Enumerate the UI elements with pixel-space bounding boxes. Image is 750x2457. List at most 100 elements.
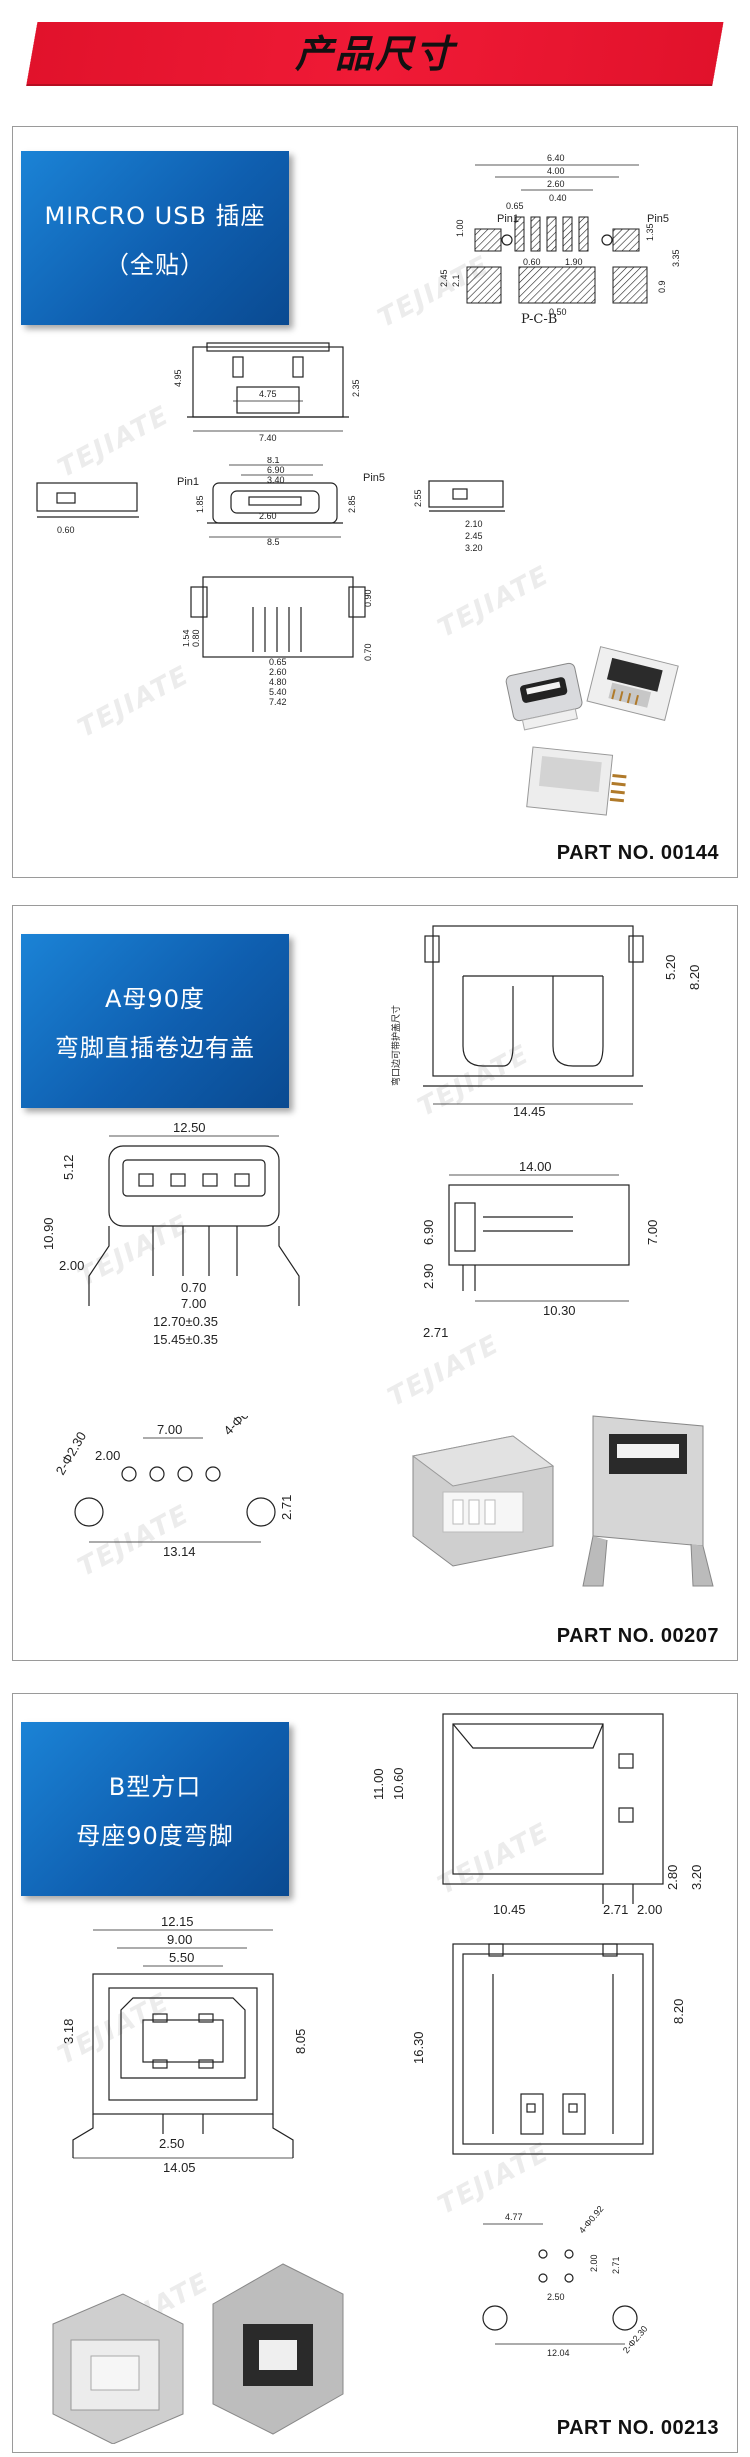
pcb-footprint-drawing: 6.40 4.00 2.60 0.40 0.65 Pin1 Pin5 1.00 …	[439, 153, 681, 327]
dim-label: 2.90	[421, 1264, 436, 1289]
dim-label: 6.40	[547, 153, 565, 163]
dim-label: 2.35	[351, 379, 361, 397]
dim-label: 8.20	[687, 965, 702, 990]
section-label-line1: A母90度	[105, 985, 205, 1013]
part-number: PART NO. 00144	[556, 842, 719, 864]
dim-label: 2.71	[279, 1495, 294, 1520]
pcb-label: P-C-B	[521, 312, 557, 327]
dim-label: 2.45	[439, 269, 449, 287]
dim-label: 10.30	[543, 1303, 576, 1318]
dim-label: 6.90	[267, 465, 285, 475]
dim-label: 4-Φ0.92	[221, 1416, 265, 1438]
dim-label: 4-Φ0.92	[577, 2204, 606, 2235]
front-view-drawing: 12.15 9.00 5.50 3.18 8.05 2.50 14.05	[61, 1914, 308, 2174]
dim-label: 13.14	[163, 1544, 196, 1559]
pin5-label: Pin5	[647, 213, 669, 225]
top-view-drawing: 4.75 7.40 4.95 2.35	[173, 342, 361, 443]
dim-label: 14.00	[519, 1161, 552, 1174]
dim-label: 15.45±0.35	[153, 1332, 218, 1347]
dim-label: 2.10	[465, 519, 483, 529]
front-view-drawing: 12.50 5.12 10.90 2.00 0.70 7.00 12.70±0.…	[41, 1120, 300, 1347]
dim-label: 6.90	[421, 1220, 436, 1245]
top-view-drawing: 16.30 8.20	[411, 1943, 686, 2155]
side-view-left: 0.60	[36, 482, 139, 535]
dim-label: 0.50	[549, 307, 567, 317]
section-label-line2: 母座90度弯脚	[76, 1822, 234, 1850]
dim-label: 2-Φ2.30	[621, 2324, 650, 2355]
section-a-female-90: TEJIATE TEJIATE TEJIATE TEJIATE A母90度 弯脚…	[12, 905, 738, 1661]
hole-pattern-drawing: 4.77 4-Φ0.92 2.00 2.71 2.50 12.04 2-Φ2.3…	[482, 2204, 650, 2358]
dim-label: 2.71	[611, 2256, 621, 2274]
dim-label: 4.80	[269, 677, 287, 687]
dim-label: 3.40	[267, 475, 285, 485]
dim-label: 14.05	[163, 2160, 196, 2174]
dim-label: 2.60	[269, 667, 287, 677]
dim-label: 0.65	[506, 201, 524, 211]
dim-label: 1.00	[455, 219, 465, 237]
dim-label: 0.60	[523, 257, 541, 267]
dim-label: 5.20	[663, 955, 678, 980]
dim-label: 0.80	[191, 629, 201, 647]
section-micro-usb: TEJIATE TEJIATE TEJIATE TEJIATE MIRCRO U…	[12, 126, 738, 878]
dim-label: 0.40	[549, 193, 567, 203]
dim-label: 1.35	[645, 223, 655, 241]
dim-label: 3.35	[671, 249, 681, 267]
page-title: 产品尺寸	[294, 32, 455, 76]
dim-label: 4.95	[173, 369, 183, 387]
dim-label: 3.20	[465, 543, 483, 553]
dim-label: 14.45	[513, 1104, 546, 1116]
dim-label: 0.9	[657, 280, 667, 293]
dim-label: 1.85	[195, 495, 205, 513]
dim-label: 7.42	[269, 697, 287, 707]
dim-label: 2.00	[589, 2254, 599, 2272]
dim-label: 12.04	[547, 2348, 570, 2358]
dim-label: 4.75	[259, 389, 277, 399]
dim-label: 12.70±0.35	[153, 1314, 218, 1329]
dim-label: 2.00	[59, 1258, 84, 1273]
dim-label: 2.50	[547, 2292, 565, 2302]
part-number: PART NO. 00213	[556, 2417, 719, 2439]
dim-label: 5.12	[61, 1155, 76, 1180]
side-view-drawing: 14.45 5.20 8.20 弯口边可带护盖尺寸	[390, 925, 702, 1116]
dim-label: 2.1	[451, 274, 461, 287]
dim-label: 10.45	[493, 1902, 526, 1914]
section-label-line2: 弯脚直插卷边有盖	[55, 1034, 255, 1062]
part-number: PART NO. 00207	[556, 1625, 719, 1647]
dim-label: 2.00	[637, 1902, 662, 1914]
dim-label: 0.60	[57, 525, 75, 535]
dim-label: 0.90	[363, 589, 373, 607]
watermark: TEJIATE	[73, 660, 195, 744]
section-label-line1: B型方口	[108, 1773, 202, 1801]
dim-label: 10.60	[391, 1767, 406, 1800]
side-view-drawing: 11.00 10.60 10.45 2.71 2.00 2.80 3.20	[371, 1713, 704, 1914]
dim-label: 4.77	[505, 2212, 523, 2222]
dim-label: 5.40	[269, 687, 287, 697]
section-label: A母90度 弯脚直插卷边有盖	[21, 934, 289, 1108]
dim-label: 11.00	[371, 1768, 386, 1800]
dim-label: 4.00	[547, 166, 565, 176]
product-photo	[52, 2263, 344, 2444]
section-label: MIRCRO USB 插座 （全贴）	[21, 151, 289, 325]
dim-label: 3.20	[689, 1865, 704, 1890]
dim-label: 2.60	[547, 179, 565, 189]
bottom-view-drawing: 0.65 2.60 4.80 5.40 7.42 0.90 0.70 1.54 …	[183, 576, 373, 707]
dim-label: 7.00	[181, 1296, 206, 1311]
dim-label: 0.70	[181, 1280, 206, 1295]
dim-label: 0.70	[363, 643, 373, 661]
side-view-2-drawing: 14.00 6.90 7.00 2.90 10.30 2.71	[421, 1161, 660, 1340]
dim-label: 16.30	[411, 2031, 426, 2064]
dim-label: 2.71	[603, 1902, 628, 1914]
dim-label: 7.00	[645, 1220, 660, 1245]
dim-note: 弯口边可带护盖尺寸	[390, 1005, 402, 1086]
dim-label: 2.60	[259, 511, 277, 521]
product-photo	[505, 646, 679, 816]
pin1-label: Pin1	[177, 476, 199, 488]
dim-label: 5.50	[169, 1950, 194, 1965]
dim-label: 2.50	[159, 2136, 184, 2151]
dim-label: 7.00	[157, 1422, 182, 1437]
front-view-drawing: 8.1 6.90 3.40 Pin1 Pin5 2.60 8.5 1.85 2.…	[177, 457, 385, 547]
dim-label: 7.40	[259, 433, 277, 443]
dim-label: 2-Φ2.30	[53, 1429, 90, 1477]
pin1-label: Pin1	[497, 213, 519, 225]
section-label-line2: （全贴）	[105, 251, 205, 279]
